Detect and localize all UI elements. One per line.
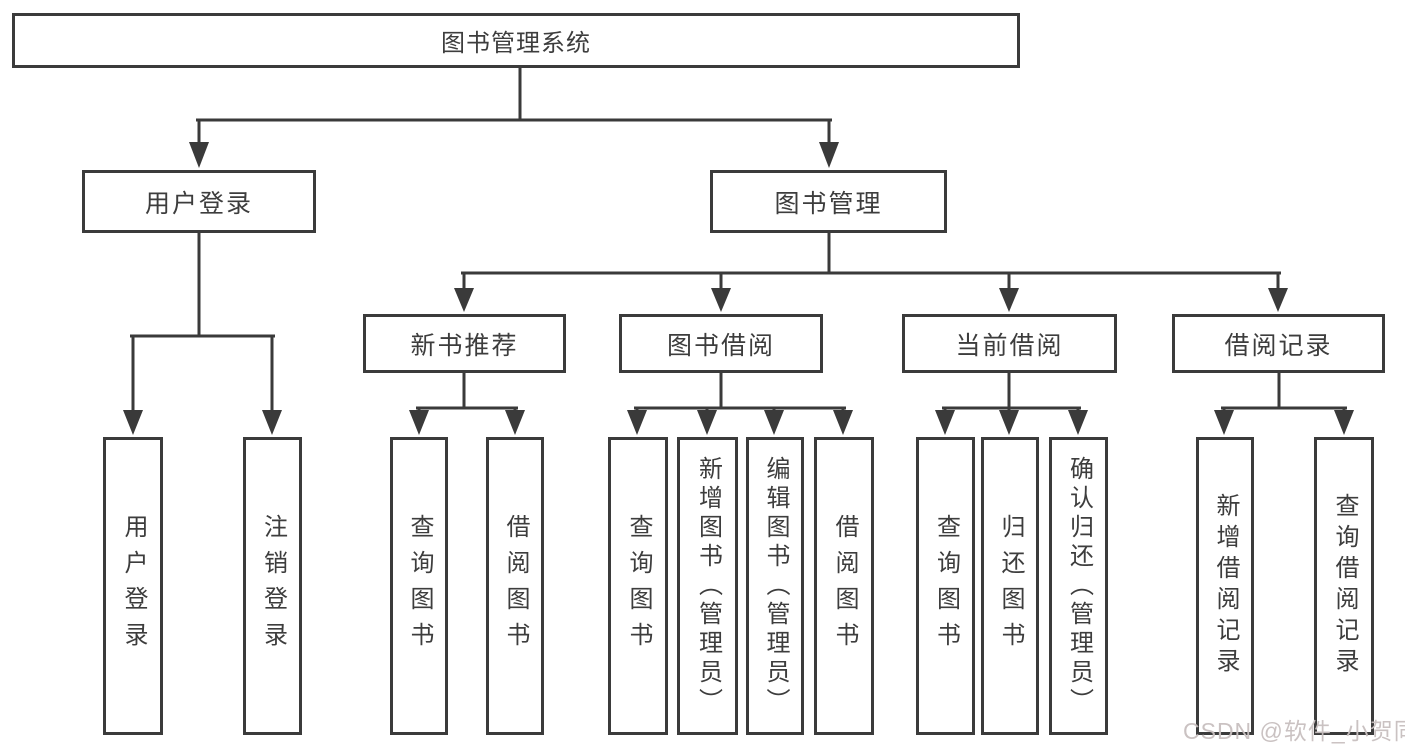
- leaf-query-borrow-record-label: 查询借阅记录: [1331, 493, 1358, 679]
- leaf-confirm-return: 确认归还（管理员）: [1049, 437, 1108, 735]
- leaf-return-book-label: 归还图书: [997, 514, 1024, 658]
- leaf-user-login: 用户登录: [103, 437, 163, 735]
- node-book-borrow-label: 图书借阅: [666, 331, 775, 360]
- leaf-borrow-book-label: 借阅图书: [831, 514, 858, 658]
- leaf-borrow-edit-book: 编辑图书（管理员）: [746, 437, 804, 735]
- node-borrow-records-label: 借阅记录: [1224, 331, 1333, 360]
- leaf-return-book: 归还图书: [981, 437, 1039, 735]
- node-user-login: 用户登录: [82, 170, 316, 233]
- leaf-add-borrow-record: 新增借阅记录: [1196, 437, 1254, 735]
- leaf-newbook-query: 查询图书: [390, 437, 448, 735]
- leaf-current-query-label: 查询图书: [932, 514, 960, 658]
- leaf-newbook-borrow: 借阅图书: [486, 437, 544, 735]
- leaf-borrow-book: 借阅图书: [814, 437, 874, 735]
- leaf-newbook-borrow-label: 借阅图书: [502, 514, 529, 658]
- node-user-login-label: 用户登录: [144, 189, 253, 218]
- node-new-book-recommend-label: 新书推荐: [410, 331, 519, 360]
- leaf-borrow-query: 查询图书: [608, 437, 668, 735]
- node-current-borrow-label: 当前借阅: [955, 331, 1064, 360]
- leaf-query-borrow-record: 查询借阅记录: [1314, 437, 1374, 735]
- arrowhead-icons: [123, 142, 1354, 435]
- node-root-system-label: 图书管理系统: [441, 30, 591, 57]
- node-book-management: 图书管理: [710, 170, 947, 233]
- leaf-current-query: 查询图书: [916, 437, 975, 735]
- leaf-borrow-query-label: 查询图书: [625, 514, 652, 658]
- leaf-user-login-label: 用户登录: [120, 514, 147, 658]
- leaf-logout-label: 注销登录: [259, 514, 287, 658]
- leaf-borrow-add-book: 新增图书（管理员）: [677, 437, 738, 735]
- csdn-watermark: CSDN @软件_小贺同学: [1183, 718, 1405, 744]
- leaf-confirm-return-label: 确认归还（管理员）: [1065, 455, 1093, 717]
- node-new-book-recommend: 新书推荐: [363, 314, 566, 373]
- node-root-system: 图书管理系统: [12, 13, 1020, 68]
- leaf-borrow-edit-book-label: 编辑图书（管理员）: [762, 455, 789, 717]
- node-book-management-label: 图书管理: [774, 189, 883, 218]
- leaf-newbook-query-label: 查询图书: [406, 514, 433, 658]
- node-current-borrow: 当前借阅: [902, 314, 1117, 373]
- node-borrow-records: 借阅记录: [1172, 314, 1385, 373]
- leaf-borrow-add-book-label: 新增图书（管理员）: [694, 455, 722, 717]
- node-book-borrow: 图书借阅: [619, 314, 823, 373]
- leaf-add-borrow-record-label: 新增借阅记录: [1212, 493, 1239, 679]
- leaf-logout: 注销登录: [243, 437, 302, 735]
